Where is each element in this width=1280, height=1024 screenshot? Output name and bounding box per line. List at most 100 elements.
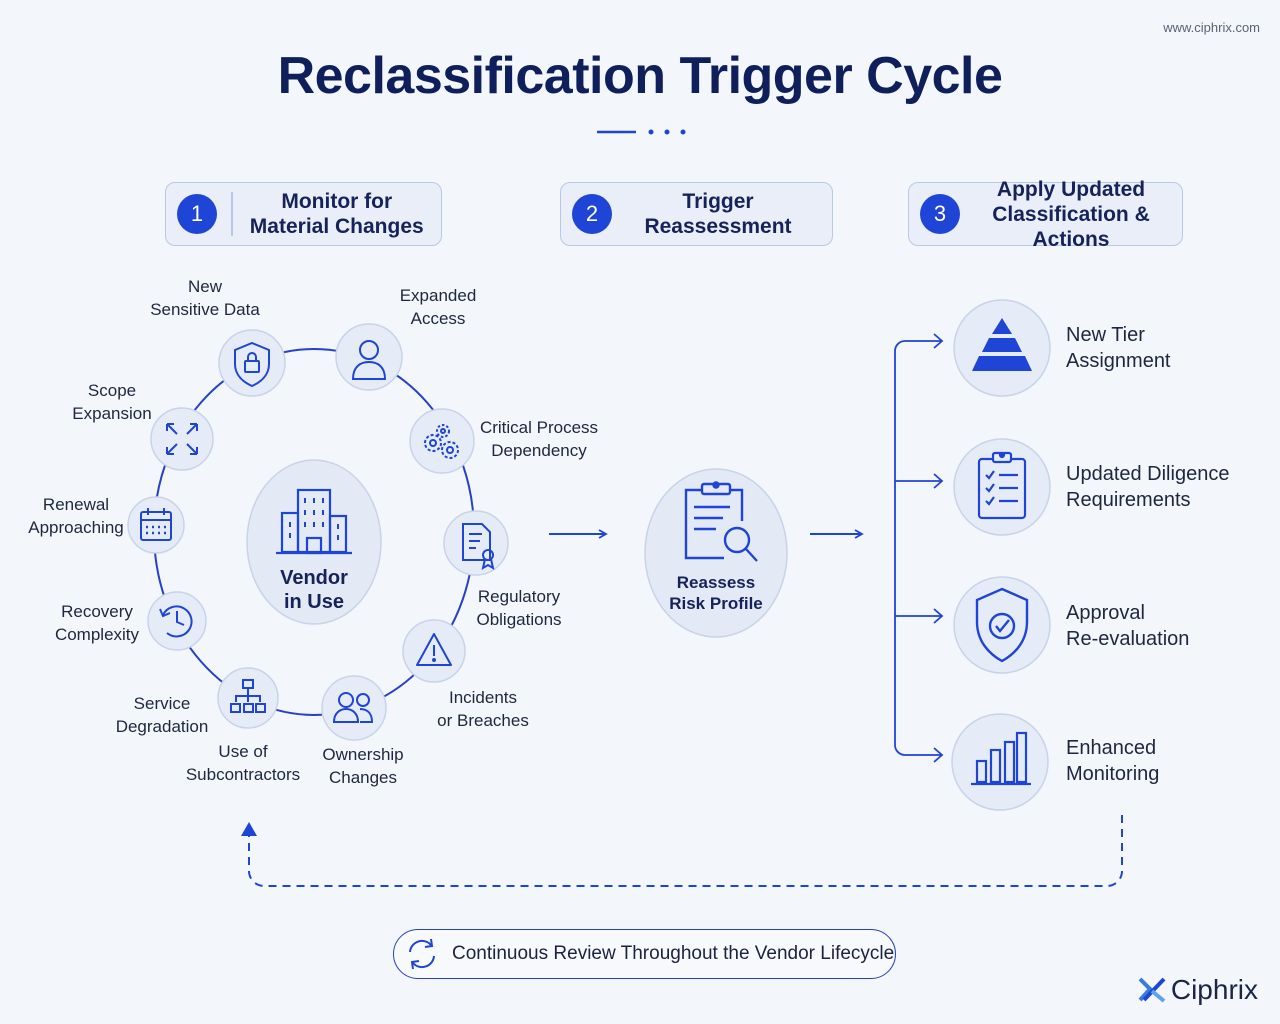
step-2-header: 2 Trigger Reassessment bbox=[560, 182, 833, 246]
trigger-label-line1: Service bbox=[133, 694, 191, 713]
trigger-label-line2: Approaching bbox=[28, 518, 124, 537]
step-2-number: 2 bbox=[572, 194, 612, 234]
outcome-branches bbox=[894, 333, 944, 763]
trigger-label-service-degradation: Service Degradation bbox=[116, 692, 209, 738]
return-loop bbox=[248, 815, 1123, 887]
outcome-label-line2: Assignment bbox=[1066, 350, 1171, 372]
continuous-review-text: Continuous Review Throughout the Vendor … bbox=[452, 943, 895, 964]
step-3-label: Apply Updated Classification & Actions bbox=[960, 177, 1182, 252]
gears-icon bbox=[424, 424, 459, 459]
building-icon bbox=[276, 488, 352, 555]
expand-arrows-icon bbox=[166, 423, 198, 455]
trigger-label-line1: New bbox=[187, 277, 222, 296]
checklist-icon bbox=[977, 451, 1027, 520]
brand-name: Ciphrix bbox=[1170, 974, 1258, 1005]
certificate-icon bbox=[462, 523, 495, 571]
trigger-label-scope-expansion: Scope Expansion bbox=[72, 379, 151, 425]
warning-icon bbox=[416, 633, 452, 666]
step-1-label-line1: Monitor for bbox=[281, 190, 393, 213]
page-title: Reclassification Trigger Cycle bbox=[277, 47, 1003, 105]
trigger-label-subcontractors: Use of Subcontractors bbox=[186, 740, 300, 786]
step-2-label: Trigger Reassessment bbox=[644, 190, 792, 238]
trigger-label-incidents: Incidents or Breaches bbox=[437, 686, 529, 732]
outcome-node-approval bbox=[953, 576, 1051, 674]
clock-refresh-icon bbox=[159, 605, 193, 638]
step-1-divider bbox=[231, 192, 233, 236]
trigger-label-expanded-access: Expanded Access bbox=[400, 284, 477, 330]
outcome-label-line1: New Tier bbox=[1066, 324, 1145, 346]
shield-lock-icon bbox=[234, 341, 270, 388]
trigger-label-line2: Degradation bbox=[115, 717, 209, 736]
calendar-icon bbox=[140, 508, 172, 541]
vendor-node bbox=[246, 459, 382, 625]
trigger-label-line2: Sensitive Data bbox=[150, 300, 260, 319]
user-icon bbox=[351, 340, 387, 380]
trigger-label-line2: Obligations bbox=[476, 610, 562, 629]
outcome-label-line2: Monitoring bbox=[1066, 763, 1160, 785]
bar-chart-icon bbox=[971, 731, 1031, 786]
step-3-header: 3 Apply Updated Classification & Actions bbox=[908, 178, 1183, 251]
trigger-node-regulatory bbox=[443, 510, 509, 576]
trigger-node-subcontractors bbox=[217, 667, 279, 729]
outcome-node-monitoring bbox=[951, 713, 1049, 811]
outcome-label-monitoring: Enhanced Monitoring bbox=[1066, 735, 1159, 787]
trigger-node-recovery bbox=[147, 591, 207, 651]
outcome-label-line1: Approval bbox=[1066, 602, 1145, 624]
trigger-node-scope-expansion bbox=[150, 407, 214, 471]
step-3-label-line1: Apply Updated bbox=[996, 177, 1146, 201]
trigger-label-renewal: Renewal Approaching bbox=[28, 493, 123, 539]
trigger-label-line2: Changes bbox=[328, 768, 398, 787]
trigger-label-line1: Recovery bbox=[61, 602, 133, 621]
trigger-node-renewal bbox=[127, 496, 185, 554]
trigger-label-line2: Complexity bbox=[54, 625, 140, 644]
trigger-node-expanded-access bbox=[335, 323, 403, 391]
trigger-label-line1: Critical Process bbox=[479, 418, 599, 437]
trigger-label-sensitive-data: New Sensitive Data bbox=[150, 275, 260, 321]
trigger-label-line1: Use of bbox=[218, 742, 268, 761]
trigger-label-line2: or Breaches bbox=[437, 711, 529, 730]
step-3-label-line2: Classification & Actions bbox=[992, 202, 1150, 251]
brand-logo: Ciphrix bbox=[1137, 974, 1258, 1006]
trigger-label-ownership: Ownership Changes bbox=[322, 743, 403, 789]
outcome-label-line1: Updated Diligence bbox=[1066, 463, 1230, 485]
trigger-label-recovery: Recovery Complexity bbox=[55, 600, 139, 646]
step-1-header: 1 Monitor for Material Changes bbox=[165, 182, 442, 246]
outcome-label-approval: Approval Re-evaluation bbox=[1066, 600, 1189, 652]
step-1-label-line2: Material Changes bbox=[249, 215, 424, 238]
outcome-label-diligence: Updated Diligence Requirements bbox=[1066, 461, 1229, 513]
pyramid-icon bbox=[972, 318, 1032, 371]
shield-check-icon bbox=[975, 587, 1029, 663]
return-arrowhead bbox=[241, 822, 257, 836]
outcome-label-tier: New Tier Assignment bbox=[1066, 322, 1171, 374]
trigger-node-sensitive-data bbox=[218, 329, 286, 397]
site-url[interactable]: www.ciphrix.com bbox=[1163, 20, 1260, 35]
trigger-label-line2: Access bbox=[410, 309, 466, 328]
continuous-review-pill: Continuous Review Throughout the Vendor … bbox=[393, 929, 896, 979]
cycle-arrows-icon bbox=[409, 938, 435, 970]
trigger-label-critical-process: Critical Process Dependency bbox=[480, 416, 598, 462]
outcome-label-line1: Enhanced bbox=[1066, 737, 1157, 759]
trigger-label-line1: Ownership bbox=[322, 745, 404, 764]
outcome-node-diligence bbox=[953, 438, 1051, 536]
reassess-label-line1: Reassess bbox=[676, 573, 756, 592]
reassess-label: Reassess Risk Profile bbox=[669, 572, 763, 614]
trigger-node-incidents bbox=[402, 619, 466, 683]
trigger-node-ownership bbox=[321, 675, 387, 741]
trigger-label-line1: Regulatory bbox=[477, 587, 561, 606]
step-3-number: 3 bbox=[920, 194, 960, 234]
reassess-node bbox=[644, 468, 788, 638]
trigger-label-line1: Incidents bbox=[448, 688, 518, 707]
trigger-label-line1: Expanded bbox=[399, 286, 477, 305]
trigger-label-line1: Scope bbox=[87, 381, 137, 400]
outcome-node-tier bbox=[953, 299, 1051, 397]
ciphrix-logo-icon bbox=[1138, 977, 1166, 1003]
trigger-label-line2: Subcontractors bbox=[185, 765, 301, 784]
clipboard-search-icon bbox=[684, 481, 758, 562]
title-divider bbox=[597, 129, 686, 135]
people-icon bbox=[332, 692, 374, 723]
step-1-label: Monitor for Material Changes bbox=[233, 189, 442, 239]
trigger-label-line2: Dependency bbox=[491, 441, 587, 460]
vendor-label-line1: Vendor bbox=[280, 567, 348, 589]
trigger-label-line1: Renewal bbox=[42, 495, 110, 514]
